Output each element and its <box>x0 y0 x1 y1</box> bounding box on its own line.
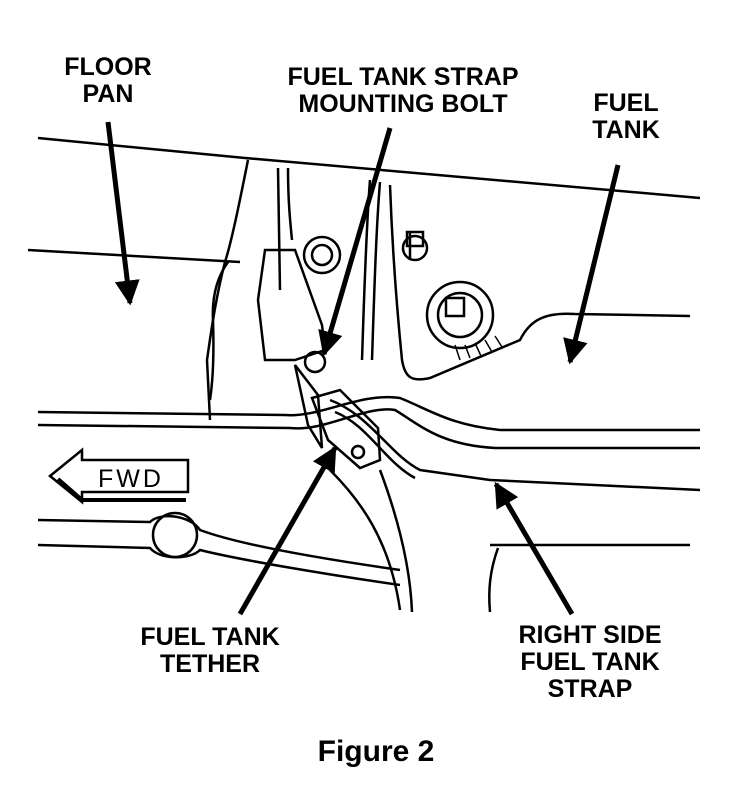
mounting-bolt-leader <box>318 127 393 357</box>
callout-arrows <box>105 121 621 616</box>
floor-pan-leader <box>105 121 140 306</box>
fuel-tank-strap <box>37 395 701 492</box>
fuel-tank-shape <box>302 184 691 381</box>
fwd-label: FWD <box>98 465 164 493</box>
fuel-tank-tether <box>256 248 382 470</box>
figure-caption: Figure 2 <box>317 735 435 768</box>
frame-rail <box>37 469 690 613</box>
tank-hatching <box>454 335 503 361</box>
floor-pan-outline <box>27 136 701 421</box>
tether-leader <box>237 445 338 616</box>
forward-arrow: FWD <box>48 447 190 505</box>
strap-leader <box>493 481 575 616</box>
fuel-tank-leader <box>563 164 621 365</box>
